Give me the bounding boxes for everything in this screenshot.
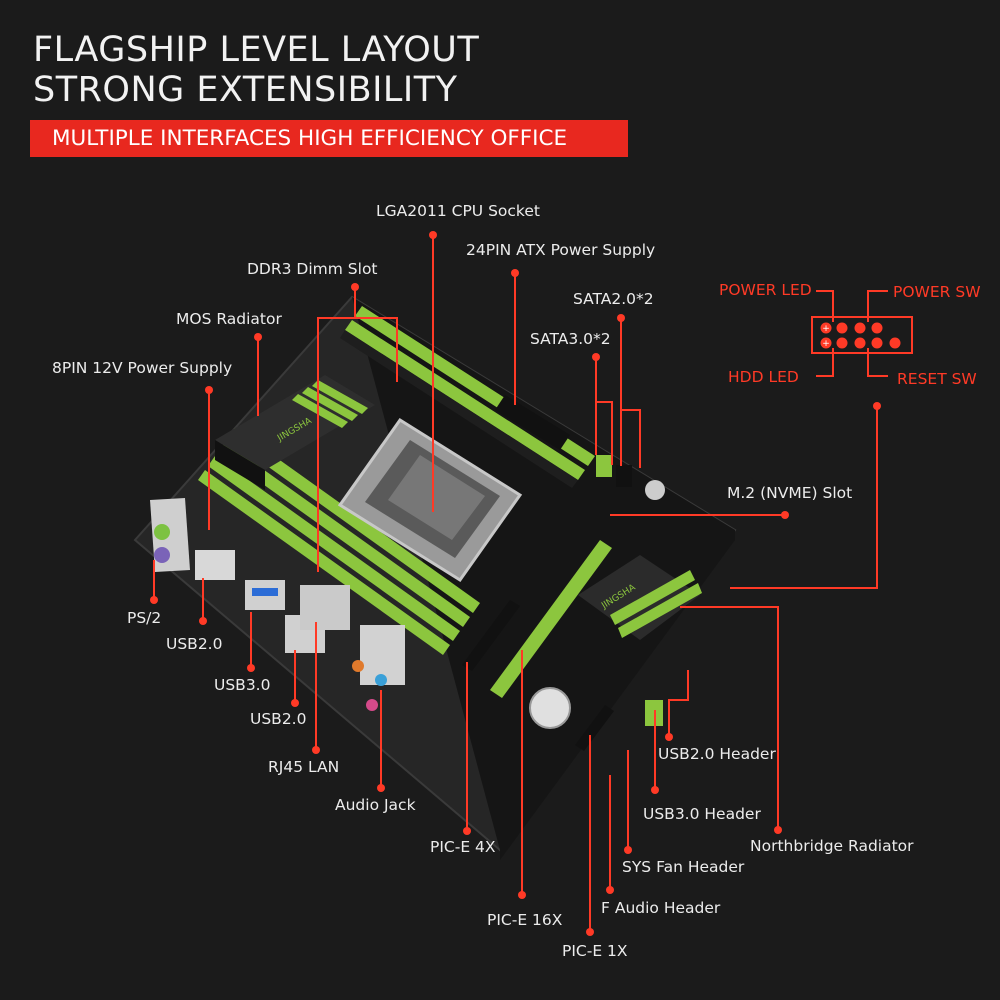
headline-line-2: STRONG EXTENSIBILITY xyxy=(33,70,458,110)
label-ps2: PS/2 xyxy=(127,609,162,627)
svg-text:+: + xyxy=(822,324,830,334)
label-audio-jack: Audio Jack xyxy=(335,796,416,814)
label-usb3-header: USB3.0 Header xyxy=(643,805,761,823)
label-ddr3-slot: DDR3 Dimm Slot xyxy=(247,260,378,278)
atx-connector xyxy=(495,395,570,450)
ddr3-slots-left xyxy=(198,428,480,655)
coin-cell xyxy=(645,480,665,500)
label-cpu-socket: LGA2011 CPU Socket xyxy=(376,202,540,220)
label-f-audio: F Audio Header xyxy=(601,899,721,917)
io-ports xyxy=(150,498,405,711)
pcie-4x-slot xyxy=(462,600,520,671)
label-northbridge: Northbridge Radiator xyxy=(750,837,914,855)
label-usb2-header: USB2.0 Header xyxy=(658,745,776,763)
svg-text:+: + xyxy=(822,339,830,349)
label-pcie-16x: PIC-E 16X xyxy=(487,911,563,929)
cmos-battery xyxy=(529,687,571,729)
label-sata3: SATA3.0*2 xyxy=(530,330,611,348)
leader-lines xyxy=(153,235,878,932)
label-pcie-1x: PIC-E 1X xyxy=(562,942,628,960)
label-power-led: POWER LED xyxy=(719,281,812,299)
label-mos-radiator: MOS Radiator xyxy=(176,310,282,328)
label-m2-slot: M.2 (NVME) Slot xyxy=(727,484,853,502)
label-power-sw: POWER SW xyxy=(893,283,981,301)
sata-ports xyxy=(596,455,632,487)
label-sata2: SATA2.0*2 xyxy=(573,290,654,308)
pcie-1x-slot xyxy=(575,705,614,751)
pcie-16x-slot xyxy=(490,540,612,698)
leader-dots xyxy=(150,231,881,936)
banner: MULTIPLE INTERFACES HIGH EFFICIENCY OFFI… xyxy=(30,120,628,157)
northbridge-heatsink xyxy=(578,555,702,640)
board-edge xyxy=(352,297,735,860)
front-panel-diagram: + + xyxy=(811,290,913,377)
label-usb2-a: USB2.0 xyxy=(166,635,223,653)
label-rj45: RJ45 LAN xyxy=(268,758,340,776)
label-sys-fan: SYS Fan Header xyxy=(622,858,745,876)
label-usb2-b: USB2.0 xyxy=(250,710,307,728)
banner-text: MULTIPLE INTERFACES HIGH EFFICIENCY OFFI… xyxy=(52,126,568,151)
label-hdd-led: HDD LED xyxy=(728,368,799,386)
headline-line-1: FLAGSHIP LEVEL LAYOUT xyxy=(33,30,480,70)
label-atx-power: 24PIN ATX Power Supply xyxy=(466,241,656,259)
label-pcie-4x: PIC-E 4X xyxy=(430,838,496,856)
mos-heatsink xyxy=(215,375,375,490)
label-8pin-power: 8PIN 12V Power Supply xyxy=(52,359,233,377)
label-reset-sw: RESET SW xyxy=(897,370,977,388)
label-usb3: USB3.0 xyxy=(214,676,271,694)
